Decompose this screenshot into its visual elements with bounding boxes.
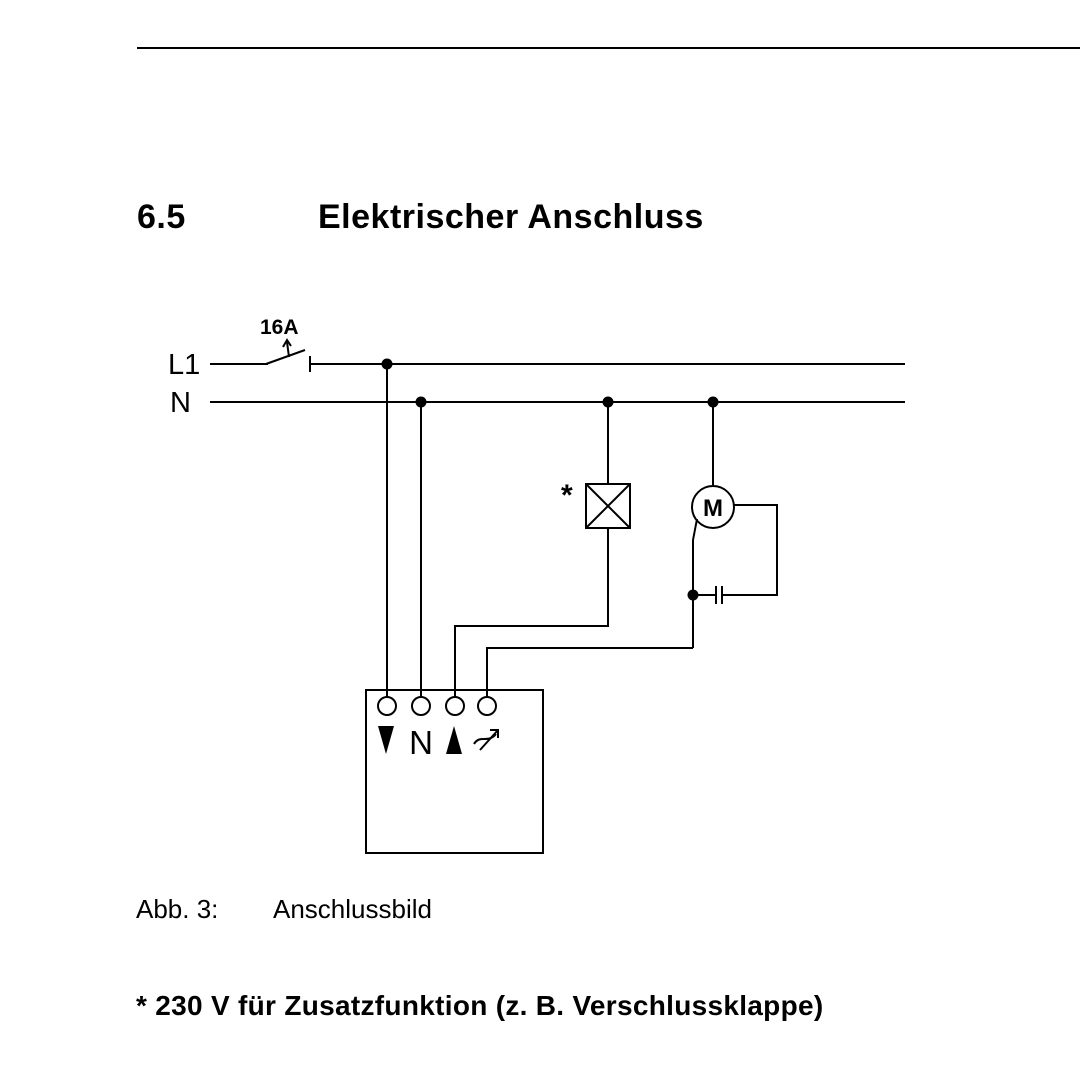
- figure-label: Abb. 3:: [136, 894, 219, 924]
- actuator-device: [365, 689, 544, 854]
- valve-icon: [585, 483, 631, 529]
- neutral-label: N: [170, 387, 191, 419]
- terminal-up: [445, 696, 465, 716]
- arrow-up-icon: [446, 726, 462, 754]
- top-rule: [137, 47, 1080, 49]
- junction-dot: [381, 358, 393, 370]
- section-heading: 6.5 Elektrischer Anschluss: [0, 198, 1080, 242]
- capacitor-icon: [715, 586, 723, 604]
- wire-motor-left: [692, 518, 698, 541]
- fuse-rating-label: 16A: [260, 316, 299, 339]
- arrow-down-icon: [378, 726, 394, 754]
- terminal-adjust: [477, 696, 497, 716]
- terminal-n-label: N: [409, 724, 433, 761]
- footnote: * 230 V für Zusatzfunktion (z. B. Versch…: [136, 990, 824, 1021]
- valve-asterisk: *: [561, 479, 573, 512]
- wire-motor-right: [722, 504, 778, 596]
- junction-dot: [415, 396, 427, 408]
- adjust-icon: [473, 729, 499, 751]
- figure-text: Anschlussbild: [273, 894, 432, 924]
- junction-dot: [707, 396, 719, 408]
- motor-icon: [691, 485, 735, 529]
- circuit-breaker-icon: [265, 338, 311, 372]
- section-number: 6.5: [137, 198, 186, 236]
- wire-valve-to-terminal: [454, 528, 609, 697]
- section-title: Elektrischer Anschluss: [318, 198, 704, 236]
- motor-label: M: [703, 495, 723, 522]
- junction-dot: [602, 396, 614, 408]
- terminal-n: [411, 696, 431, 716]
- junction-dot: [687, 589, 699, 601]
- wire-motor-to-terminal: [486, 647, 693, 697]
- terminal-down: [377, 696, 397, 716]
- line-label: L1: [168, 349, 200, 381]
